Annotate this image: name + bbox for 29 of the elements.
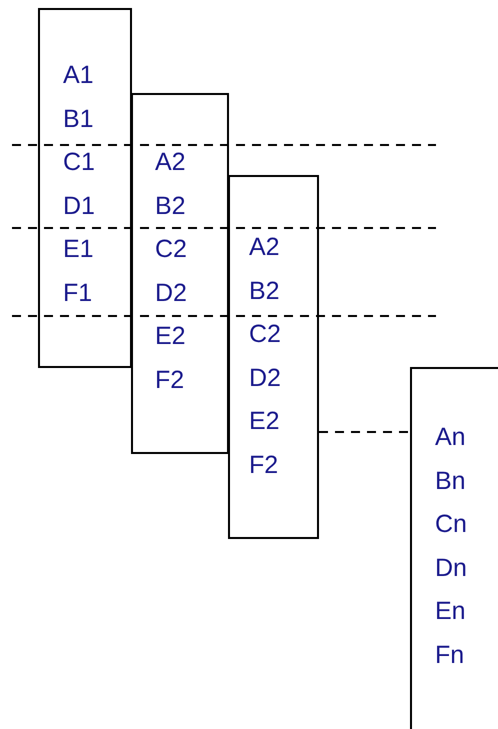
row-label: D2 [155, 278, 187, 306]
row-label: C2 [249, 320, 281, 348]
column-box [38, 8, 132, 368]
dashed-connector [319, 431, 410, 433]
column-box [228, 175, 319, 539]
row-label: E2 [249, 407, 280, 435]
row-label: C1 [63, 148, 95, 176]
row-label: E2 [155, 322, 186, 350]
row-label: F1 [63, 278, 92, 306]
row-label: B2 [155, 192, 186, 220]
row-label: A2 [155, 148, 186, 176]
column-box [410, 367, 498, 729]
row-label: F2 [249, 450, 278, 478]
row-label: A2 [249, 233, 280, 261]
row-label: Dn [435, 554, 467, 582]
row-label: Cn [435, 510, 467, 538]
row-label: C2 [155, 235, 187, 263]
column-box [131, 93, 229, 454]
row-label: Bn [435, 466, 466, 494]
row-label: F2 [155, 366, 184, 394]
row-label: D1 [63, 192, 95, 220]
row-label: A1 [63, 61, 94, 89]
row-label: En [435, 597, 466, 625]
row-label: An [435, 423, 466, 451]
row-label: B1 [63, 104, 94, 132]
row-label: E1 [63, 235, 94, 263]
row-label: B2 [249, 276, 280, 304]
row-label: D2 [249, 364, 281, 392]
row-label: Fn [435, 640, 464, 668]
